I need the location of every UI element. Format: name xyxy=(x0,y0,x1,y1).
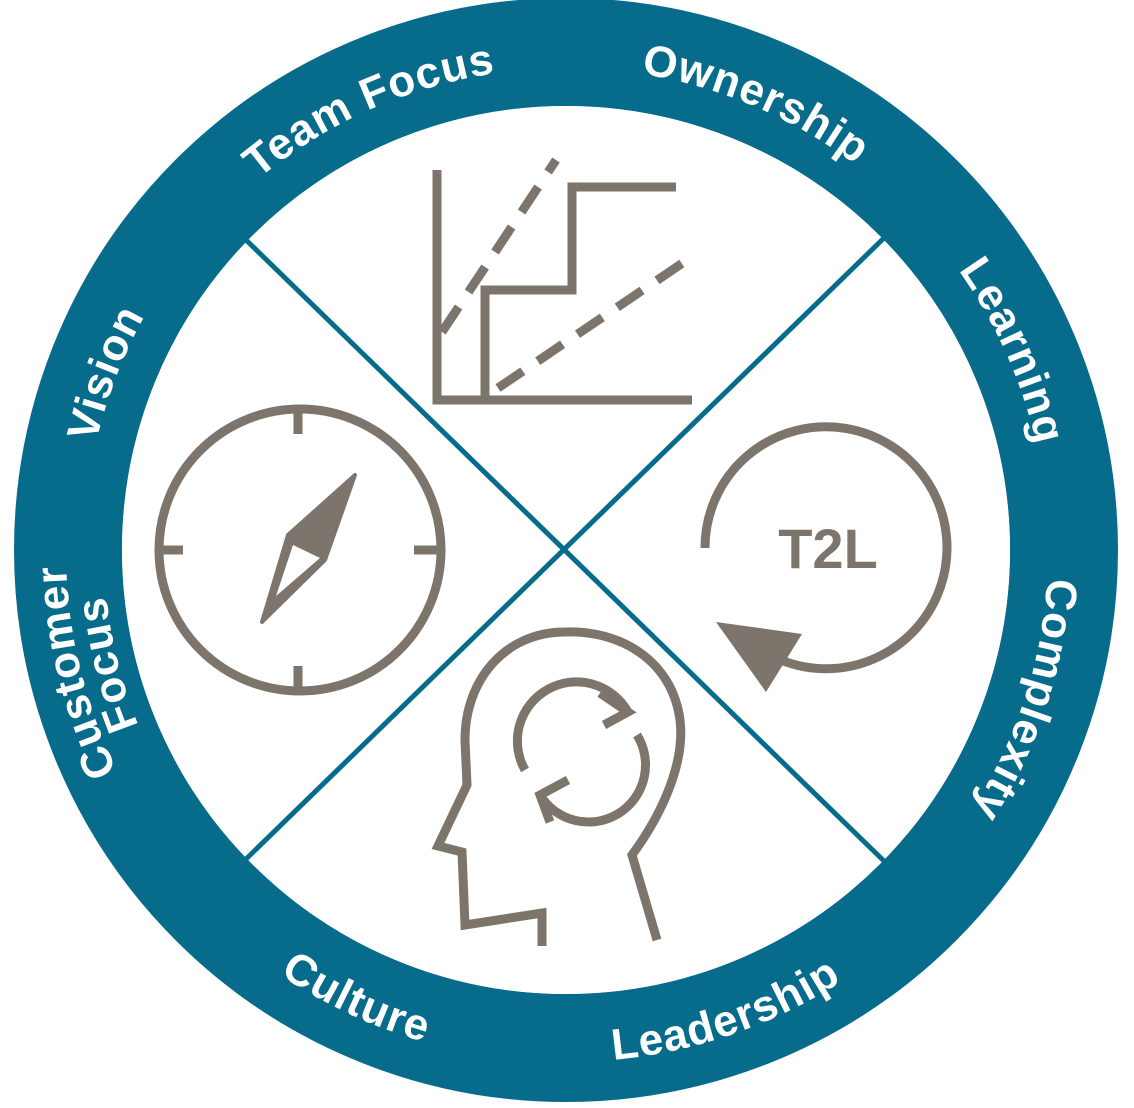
t2l-text: T2L xyxy=(778,517,878,580)
head-cycle-icon xyxy=(431,627,686,946)
compass-icon xyxy=(154,404,446,696)
divider-line-2 xyxy=(241,235,887,864)
cycle-arrow-icon: T2L xyxy=(700,422,952,692)
outer-ring xyxy=(14,0,1118,1102)
step-chart-icon xyxy=(432,157,693,405)
